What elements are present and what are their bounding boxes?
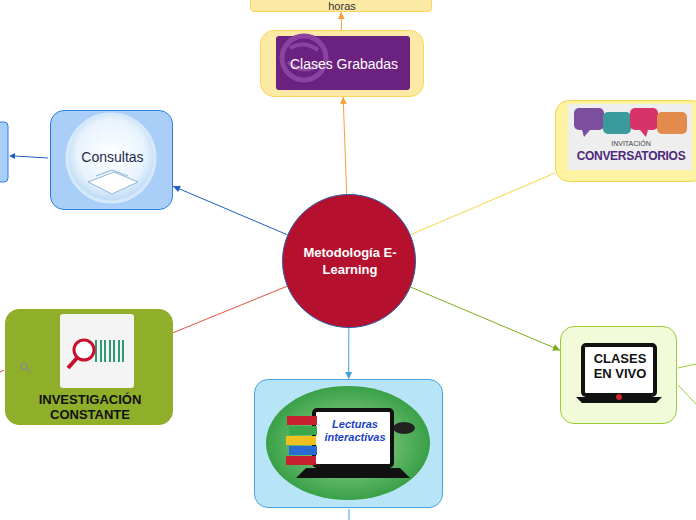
magnifier <box>74 340 94 360</box>
speech-bubble <box>657 112 687 134</box>
connector-line <box>348 328 349 379</box>
node-text: Consultas <box>59 149 166 166</box>
node-text: Lecturas interactivas <box>317 418 393 444</box>
arrow-head <box>552 344 560 350</box>
node-text: CLASES EN VIVO <box>587 351 653 381</box>
speech-bubble <box>603 112 631 134</box>
icon-tile <box>60 314 134 388</box>
laptop-screen <box>314 410 392 466</box>
arrow-head <box>338 12 345 19</box>
arrow-head <box>9 153 15 159</box>
node-text: INVITACIÓN <box>569 140 693 148</box>
connector <box>173 186 287 235</box>
node-text: Clases Grabadas <box>277 56 411 73</box>
topic-box: CLASES EN VIVO <box>560 326 677 424</box>
book <box>287 416 317 425</box>
laptop-screen <box>583 345 655 395</box>
magnifier-small <box>26 368 30 372</box>
arrow-head <box>173 186 181 192</box>
topic-box: Clases Grabadas <box>260 30 424 97</box>
invite-card <box>568 104 692 170</box>
connector <box>411 173 555 235</box>
logo-mark <box>288 44 320 69</box>
arrow-head <box>340 97 347 104</box>
connector-line <box>411 287 560 350</box>
topic-box: Consultas <box>50 110 173 210</box>
book <box>289 446 317 455</box>
sub-box: horas <box>250 0 432 12</box>
speech-bubble <box>574 108 604 130</box>
book <box>286 456 316 465</box>
magnifier <box>68 358 77 368</box>
laptop-base <box>296 468 410 478</box>
laptop-base <box>576 397 662 403</box>
arrow-head <box>345 372 352 379</box>
connector <box>173 286 287 332</box>
connector-line <box>173 186 287 235</box>
connector <box>340 97 347 194</box>
node-text: Metodología E-Learning <box>289 244 411 278</box>
topic-box: INVITACIÓNCONVERSATORIOS <box>555 100 696 182</box>
logo-mark <box>282 36 326 80</box>
topic-box: Lecturas interactivas <box>254 379 443 508</box>
mouse <box>393 422 415 434</box>
node-text: INVESTIGACIÓN CONSTANTE <box>20 392 160 422</box>
connector <box>411 287 560 351</box>
leader-line <box>349 509 350 520</box>
bubble-tail <box>582 130 590 137</box>
leader-line <box>0 370 4 372</box>
book <box>289 426 317 435</box>
node-text: horas <box>251 1 433 12</box>
live-dot <box>616 394 622 400</box>
green-disc <box>266 386 430 500</box>
topic-box: INVESTIGACIÓN CONSTANTE <box>5 309 173 425</box>
leader-line <box>14 156 48 158</box>
center-circle: Metodología E-Learning <box>282 194 416 328</box>
connector <box>338 12 345 30</box>
consult-badge <box>67 114 155 202</box>
node-text: CONVERSATORIOS <box>569 149 693 164</box>
connector-line <box>411 173 555 235</box>
speech-bubble <box>630 108 658 130</box>
video-banner <box>276 36 410 90</box>
barcode <box>96 340 123 362</box>
paper-sheets <box>96 170 128 176</box>
book <box>286 436 316 445</box>
connector-line <box>173 286 287 332</box>
connector <box>345 328 352 379</box>
bubble-tail <box>640 130 648 137</box>
leader-line <box>678 385 696 404</box>
magnifier-small <box>21 363 27 369</box>
connector-line <box>343 97 346 194</box>
paper-sheets <box>88 172 138 194</box>
partial-box <box>0 122 8 182</box>
leader-line <box>678 364 696 368</box>
